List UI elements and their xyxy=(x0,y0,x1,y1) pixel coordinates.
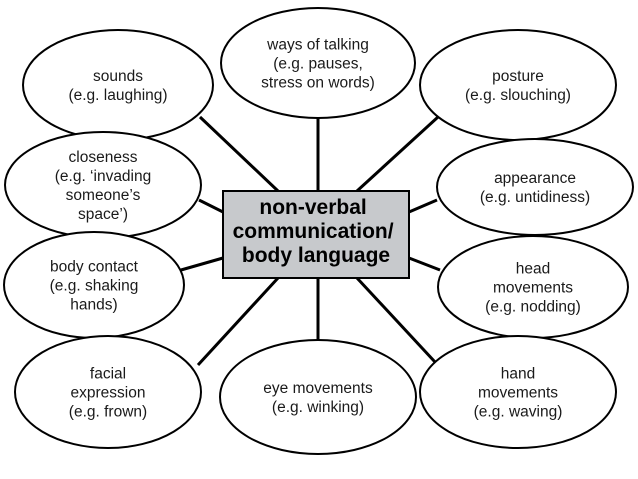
bubble-label-line: stress on words) xyxy=(261,75,375,92)
central-topic-text: non-verbal communication/ body language xyxy=(233,196,400,267)
bubble-label-line: eye movements xyxy=(263,380,373,397)
central-topic-line: communication/ xyxy=(233,220,394,243)
bubble-label-line: appearance xyxy=(494,170,576,187)
bubble-body-contact: body contact (e.g. shaking hands) xyxy=(3,231,185,339)
bubble-label-body-contact: body contact (e.g. shaking hands) xyxy=(50,259,139,314)
connector-head-movements xyxy=(408,256,441,272)
bubble-label-line: (e.g. laughing) xyxy=(68,87,167,104)
bubble-eye-movements: eye movements (e.g. winking) xyxy=(219,339,417,455)
bubble-label-hand-movements: hand movements (e.g. waving) xyxy=(474,366,563,421)
bubble-label-line: (e.g. pauses, xyxy=(273,56,363,73)
bubble-label-line: hand xyxy=(501,366,535,383)
bubble-ways-of-talking: ways of talking (e.g. pauses, stress on wo… xyxy=(220,7,416,119)
bubble-label-line: (e.g. untidiness) xyxy=(480,189,590,206)
bubble-label-line: expression xyxy=(71,385,146,402)
bubble-label-head-movements: head movements (e.g. nodding) xyxy=(485,261,581,316)
connector-closeness xyxy=(198,198,224,214)
bubble-shape-appearance xyxy=(436,138,634,236)
bubble-label-facial-expression: facial expression (e.g. frown) xyxy=(69,366,147,421)
bubble-label-line: (e.g. ‘invading xyxy=(55,168,152,185)
bubble-label-line: hands) xyxy=(70,297,117,314)
bubble-posture: posture (e.g. slouching) xyxy=(419,29,617,141)
bubble-shape-facial-expression xyxy=(14,335,202,449)
bubble-label-line: someone’s xyxy=(66,187,141,204)
bubble-label-closeness: closeness (e.g. ‘invading someone’s space’) xyxy=(55,149,152,223)
connector-hand-movements xyxy=(355,276,437,364)
bubble-shape-posture xyxy=(419,29,617,141)
bubble-facial-expression: facial expression (e.g. frown) xyxy=(14,335,202,449)
bubble-label-line: posture xyxy=(492,68,544,85)
bubble-label-line: (e.g. waving) xyxy=(474,404,563,421)
topic-bubbles: ways of talking (e.g. pauses, stress on wo… xyxy=(3,7,634,455)
bubble-appearance: appearance (e.g. untidiness) xyxy=(436,138,634,236)
bubble-label-line: closeness xyxy=(69,149,138,166)
bubble-label-ways-of-talking: ways of talking (e.g. pauses, stress on wo… xyxy=(261,37,375,92)
bubble-label-sounds: sounds (e.g. laughing) xyxy=(68,68,167,104)
bubble-label-line: space’) xyxy=(78,206,128,223)
bubble-closeness: closeness (e.g. ‘invading someone’s space’) xyxy=(4,131,202,239)
bubble-label-posture: posture (e.g. slouching) xyxy=(465,68,571,104)
bubble-label-line: (e.g. nodding) xyxy=(485,299,581,316)
connector-body-contact xyxy=(180,256,224,272)
connector-appearance xyxy=(408,198,438,214)
bubble-label-line: movements xyxy=(493,280,573,297)
connector-sounds xyxy=(198,115,280,193)
central-topic-line: body language xyxy=(242,244,390,267)
bubble-shape-sounds xyxy=(22,29,214,141)
bubble-label-line: (e.g. slouching) xyxy=(465,87,571,104)
bubble-label-line: body contact xyxy=(50,259,139,276)
bubble-sounds: sounds (e.g. laughing) xyxy=(22,29,214,141)
central-topic: non-verbal communication/ body language xyxy=(222,190,410,279)
bubble-label-eye-movements: eye movements (e.g. winking) xyxy=(263,380,373,416)
bubble-shape-ways-of-talking xyxy=(220,7,416,119)
bubble-shape-hand-movements xyxy=(419,335,617,449)
central-topic-line: non-verbal xyxy=(259,196,366,219)
bubble-label-appearance: appearance (e.g. untidiness) xyxy=(480,170,590,206)
bubble-hand-movements: hand movements (e.g. waving) xyxy=(419,335,617,449)
bubble-label-line: head xyxy=(516,261,550,278)
bubble-head-movements: head movements (e.g. nodding) xyxy=(437,235,629,339)
bubble-label-line: (e.g. shaking xyxy=(50,278,139,295)
bubble-label-line: ways of talking xyxy=(266,37,369,54)
bubble-label-line: sounds xyxy=(93,68,143,85)
connector-posture xyxy=(355,115,440,193)
central-topic-box xyxy=(222,190,410,279)
bubble-label-line: (e.g. winking) xyxy=(272,399,364,416)
bubble-label-line: facial xyxy=(90,366,126,383)
connector-lines xyxy=(180,108,441,367)
bubble-shape-eye-movements xyxy=(219,339,417,455)
bubble-label-line: movements xyxy=(478,385,558,402)
connector-facial-expression xyxy=(196,276,280,367)
bubble-label-line: (e.g. frown) xyxy=(69,404,147,421)
